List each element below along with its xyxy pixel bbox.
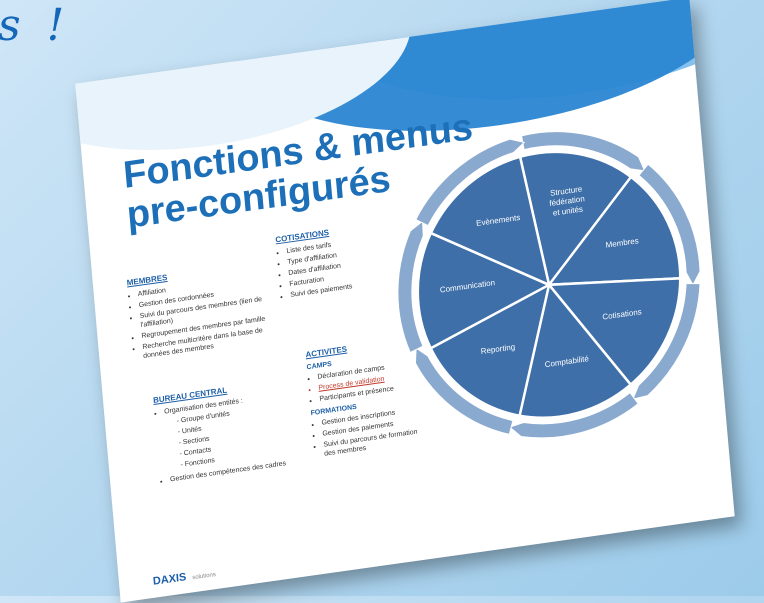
process-wheel: Structurefédérationet unitésMembresCotis… xyxy=(397,131,701,439)
wheel-segment xyxy=(429,282,551,418)
wheel-arrow xyxy=(415,138,526,227)
company-logo: DAXIS solutions xyxy=(152,567,216,588)
wheel-segments xyxy=(416,150,682,419)
background-handwriting: s ! xyxy=(0,0,71,51)
wheel-label: Structurefédérationet unités xyxy=(548,184,586,218)
slide: Fonctions & menus pre-configurés MEMBRES… xyxy=(75,0,735,603)
wheel-segment xyxy=(546,175,682,287)
wheel-segment xyxy=(518,282,633,419)
wheel-ring xyxy=(397,131,701,439)
wheel-segment xyxy=(429,155,551,287)
membres-block: MEMBRES Affiliation Gestion des cordonné… xyxy=(126,259,272,364)
wheel-segment xyxy=(518,150,633,288)
slide-photo: Fonctions & menus pre-configurés MEMBRES… xyxy=(75,0,735,603)
logo-text: DAXIS xyxy=(152,571,187,588)
cotisations-block: COTISATIONS Liste des tarifs Type d'affi… xyxy=(275,222,380,304)
wheel-segment xyxy=(416,231,552,350)
logo-tagline: solutions xyxy=(192,572,217,582)
wheel-segment xyxy=(546,276,682,387)
bureau-block: BUREAU CENTRAL Organisation des entités … xyxy=(153,377,300,488)
